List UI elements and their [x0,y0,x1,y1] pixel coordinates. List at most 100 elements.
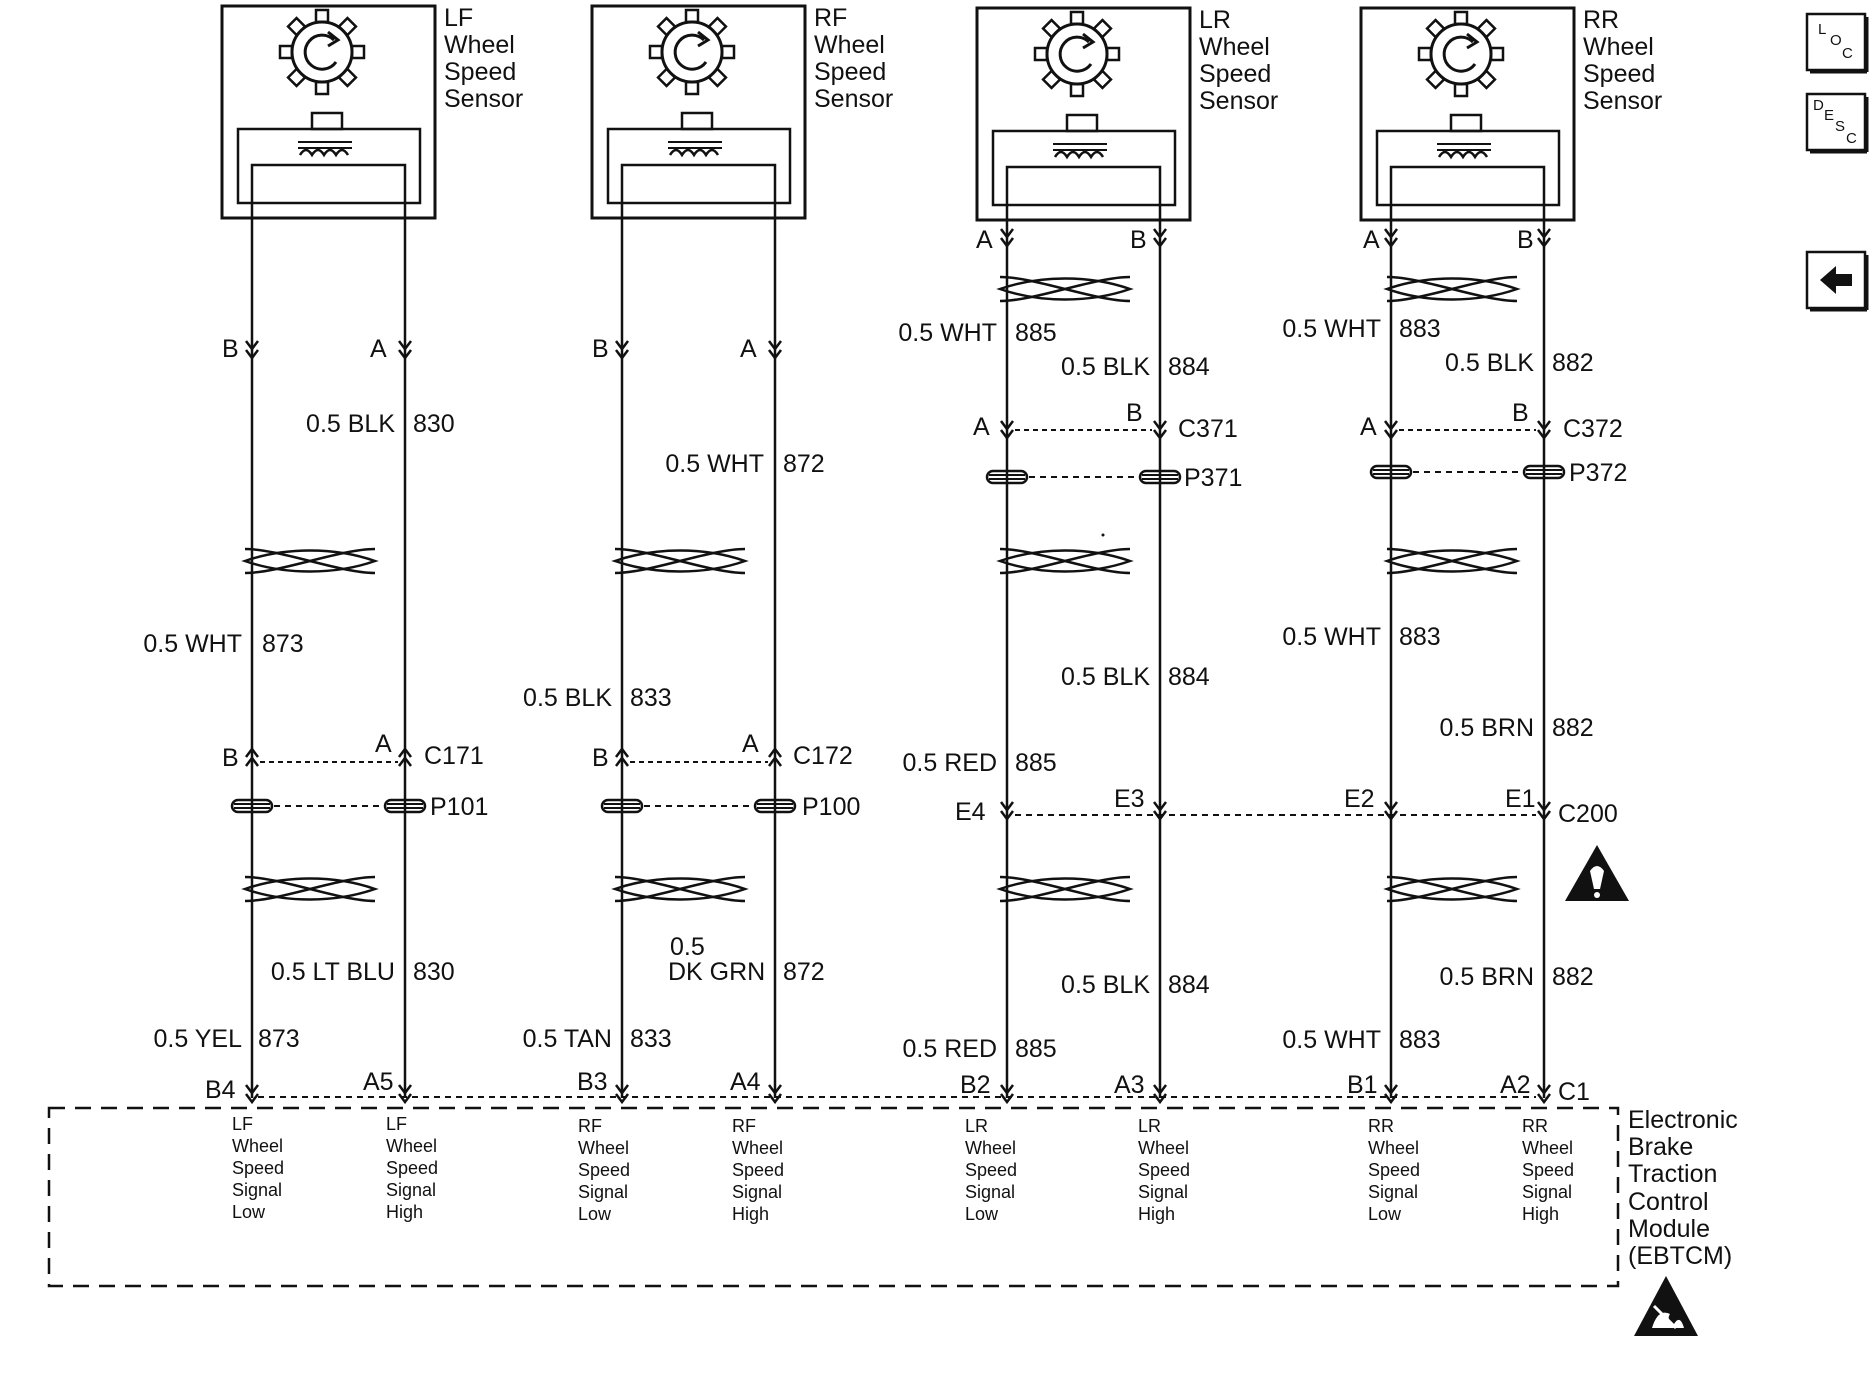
sensor-lr-line2: Wheel [1199,33,1270,61]
svg-text:Wheel: Wheel [578,1138,629,1158]
description-button[interactable]: D E S C [1805,92,1869,154]
svg-text:Speed: Speed [732,1160,784,1180]
lr-b-mid-circuit: 884 [1168,663,1210,691]
module-name-line1: Electronic [1628,1106,1738,1134]
rf-a-lower-color-2: DK GRN [668,958,765,986]
rr-a-upper-color: 0.5 WHT [1282,315,1381,343]
svg-text:Signal: Signal [1368,1182,1418,1202]
stray-dot [1101,533,1105,537]
location-button[interactable]: L O C [1805,12,1869,74]
sensor-lr-line1: LR [1199,6,1231,34]
svg-text:Signal: Signal [1522,1182,1572,1202]
c1-pin-a5: A5 [363,1068,394,1096]
description-button-s: S [1835,118,1845,135]
p371-label: P371 [1184,464,1242,492]
lr-a-upper-color: 0.5 WHT [898,319,997,347]
description-button-e: E [1824,107,1834,124]
module-pin-rf-high: RF Wheel Speed Signal High [732,1116,784,1224]
sensor-lf-line2: Wheel [444,31,515,59]
c200-label: C200 [1558,800,1618,828]
c200-connector: E4 E3 E2 E1 C200 [955,785,1618,828]
svg-text:Signal: Signal [386,1180,436,1200]
esd-sensitive-icon [1634,1276,1698,1336]
left-arrow-icon [1820,266,1852,294]
p101-label: P101 [430,793,488,821]
lr-a-lower-circuit: 885 [1015,1035,1057,1063]
rr-b-lower-circuit: 882 [1552,963,1594,991]
c171-pin-a: A [375,730,392,758]
c372-label: C372 [1563,415,1623,443]
svg-text:Low: Low [965,1204,999,1224]
sensor-lf-line3: Speed [444,58,516,86]
ebtcm-module: Electronic Brake Traction Control Module… [47,1106,1738,1288]
lf-a-upper-color: 0.5 BLK [306,410,395,438]
rf-b-lower-color: 0.5 TAN [523,1025,612,1053]
module-name-line5: Module [1628,1215,1710,1243]
c1-pin-a3: A3 [1114,1071,1145,1099]
c1-pin-a4: A4 [730,1068,761,1096]
lr-top-pin-b: B [1130,226,1147,254]
module-pin-lr-high: LR Wheel Speed Signal High [1138,1116,1190,1224]
location-button-c: C [1842,45,1853,62]
module-pin-rf-low: RF Wheel Speed Signal Low [578,1116,630,1224]
svg-text:Signal: Signal [965,1182,1015,1202]
back-button[interactable] [1805,250,1869,312]
wire-labels-lr: 0.5 WHT 885 0.5 BLK 884 0.5 BLK 884 0.5 … [898,319,1209,1063]
c371-pin-a: A [973,413,990,441]
sensor-rf-line4: Sensor [814,85,893,113]
lr-top-pin-a: A [976,226,993,254]
svg-text:High: High [732,1204,769,1224]
svg-text:LR: LR [965,1116,988,1136]
c1-pin-b2: B2 [960,1071,991,1099]
warning-triangle-icon [1565,845,1629,901]
p100-label: P100 [802,793,860,821]
rr-b-mid-color: 0.5 BRN [1440,714,1534,742]
svg-text:Speed: Speed [578,1160,630,1180]
lr-a-upper-circuit: 885 [1015,319,1057,347]
rf-a-lower-circuit: 872 [783,958,825,986]
c1-pin-b3: B3 [577,1068,608,1096]
wire-labels-rf: 0.5 WHT 872 0.5 BLK 833 0.5 DK GRN 872 0… [523,450,825,1053]
c200-pin-e4: E4 [955,798,986,826]
rf-a-upper-color: 0.5 WHT [665,450,764,478]
rf-b-mid-circuit: 833 [630,684,672,712]
rf-b-mid-color: 0.5 BLK [523,684,612,712]
svg-text:Wheel: Wheel [232,1136,283,1156]
c1-pin-a2: A2 [1500,1071,1531,1099]
sensor-rf-line1: RF [814,4,847,32]
svg-text:Low: Low [578,1204,612,1224]
module-pin-rr-low: RR Wheel Speed Signal Low [1368,1116,1420,1224]
location-button-l: L [1818,21,1826,38]
rf-pin-b: B [592,335,609,363]
svg-text:Signal: Signal [732,1182,782,1202]
svg-text:RF: RF [578,1116,602,1136]
lr-a-mid-color: 0.5 RED [903,749,997,777]
rr-b-upper-circuit: 882 [1552,349,1594,377]
svg-text:LR: LR [1138,1116,1161,1136]
rf-b-lower-circuit: 833 [630,1025,672,1053]
svg-text:Speed: Speed [1138,1160,1190,1180]
sensor-pins: B A B A A B A B [222,226,1552,363]
module-name-line3: Traction [1628,1160,1717,1188]
lr-b-lower-color: 0.5 BLK [1061,971,1150,999]
svg-text:Signal: Signal [1138,1182,1188,1202]
c1-connector: B4 A5 B3 A4 B2 A3 B1 A2 C1 [205,1068,1590,1106]
svg-text:Speed: Speed [1522,1160,1574,1180]
rr-a-mid-circuit: 883 [1399,623,1441,651]
rr-top-pin-a: A [1363,226,1380,254]
sensor-rf-icon [648,8,736,96]
c371-label: C371 [1178,415,1238,443]
svg-text:Speed: Speed [232,1158,284,1178]
lr-b-mid-color: 0.5 BLK [1061,663,1150,691]
sensor-rf-line3: Speed [814,58,886,86]
location-button-o: O [1830,32,1842,49]
svg-text:LF: LF [386,1114,407,1134]
c171-pin-b: B [222,744,239,772]
lf-a-lower-color: 0.5 LT BLU [271,958,395,986]
rf-a-lower-color-1: 0.5 [670,933,705,961]
svg-text:Speed: Speed [1368,1160,1420,1180]
sensor-lr-line3: Speed [1199,60,1271,88]
p372-label: P372 [1569,459,1627,487]
description-button-d: D [1813,97,1824,114]
wire-labels-lf: 0.5 BLK 830 0.5 WHT 873 0.5 LT BLU 830 0… [143,410,454,1053]
